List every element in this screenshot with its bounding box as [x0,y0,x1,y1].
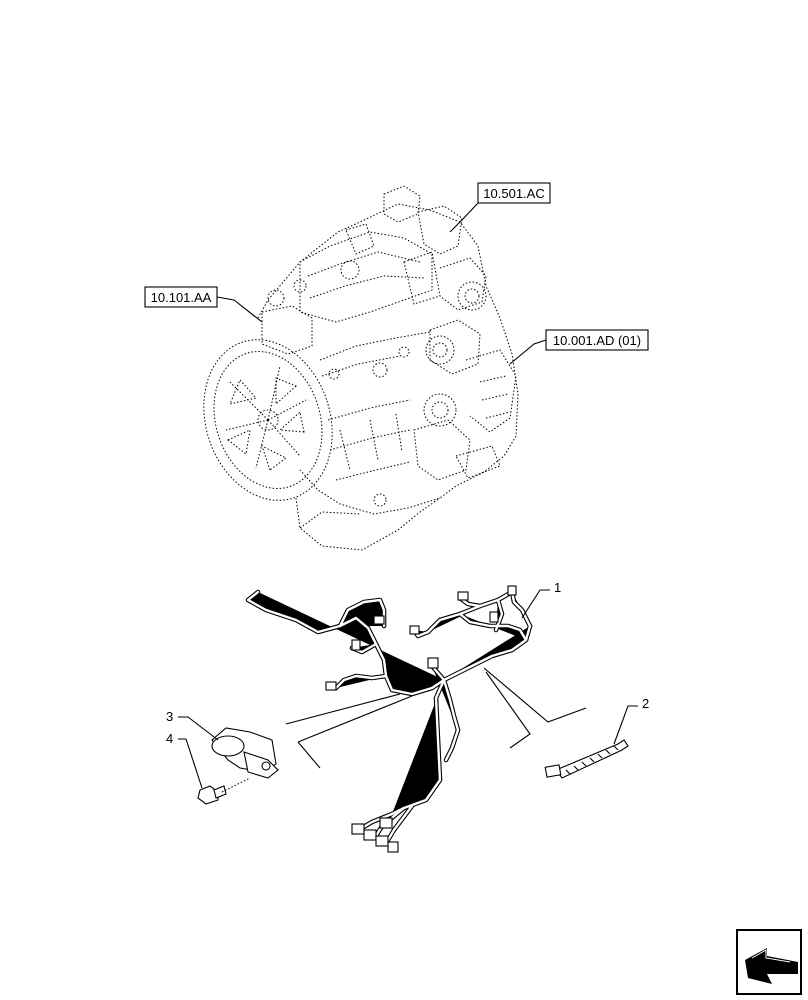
reference-label-10-501-ac[interactable]: 10.501.AC [449,182,551,233]
svg-text:10.001.AD (01): 10.001.AD (01) [553,333,641,348]
clamp [211,727,279,779]
reference-label-10-001-ad[interactable]: 10.001.AD (01) [509,329,649,365]
engine-illustration [203,185,519,551]
wiring-harness [248,585,587,853]
svg-text:2: 2 [642,696,649,711]
svg-text:10.101.AA: 10.101.AA [151,290,212,305]
callout-3[interactable]: 3 [166,709,219,741]
callout-2[interactable]: 2 [613,696,649,745]
callout-1[interactable]: 1 [521,580,561,619]
svg-text:3: 3 [166,709,173,724]
svg-text:4: 4 [166,731,173,746]
bolt [197,777,251,805]
reference-label-10-101-aa[interactable]: 10.101.AA [144,286,263,323]
svg-text:1: 1 [554,580,561,595]
svg-text:10.501.AC: 10.501.AC [483,186,544,201]
callout-4[interactable]: 4 [166,731,203,789]
next-page-arrow-icon[interactable] [736,929,802,995]
cable-tie [544,739,629,779]
